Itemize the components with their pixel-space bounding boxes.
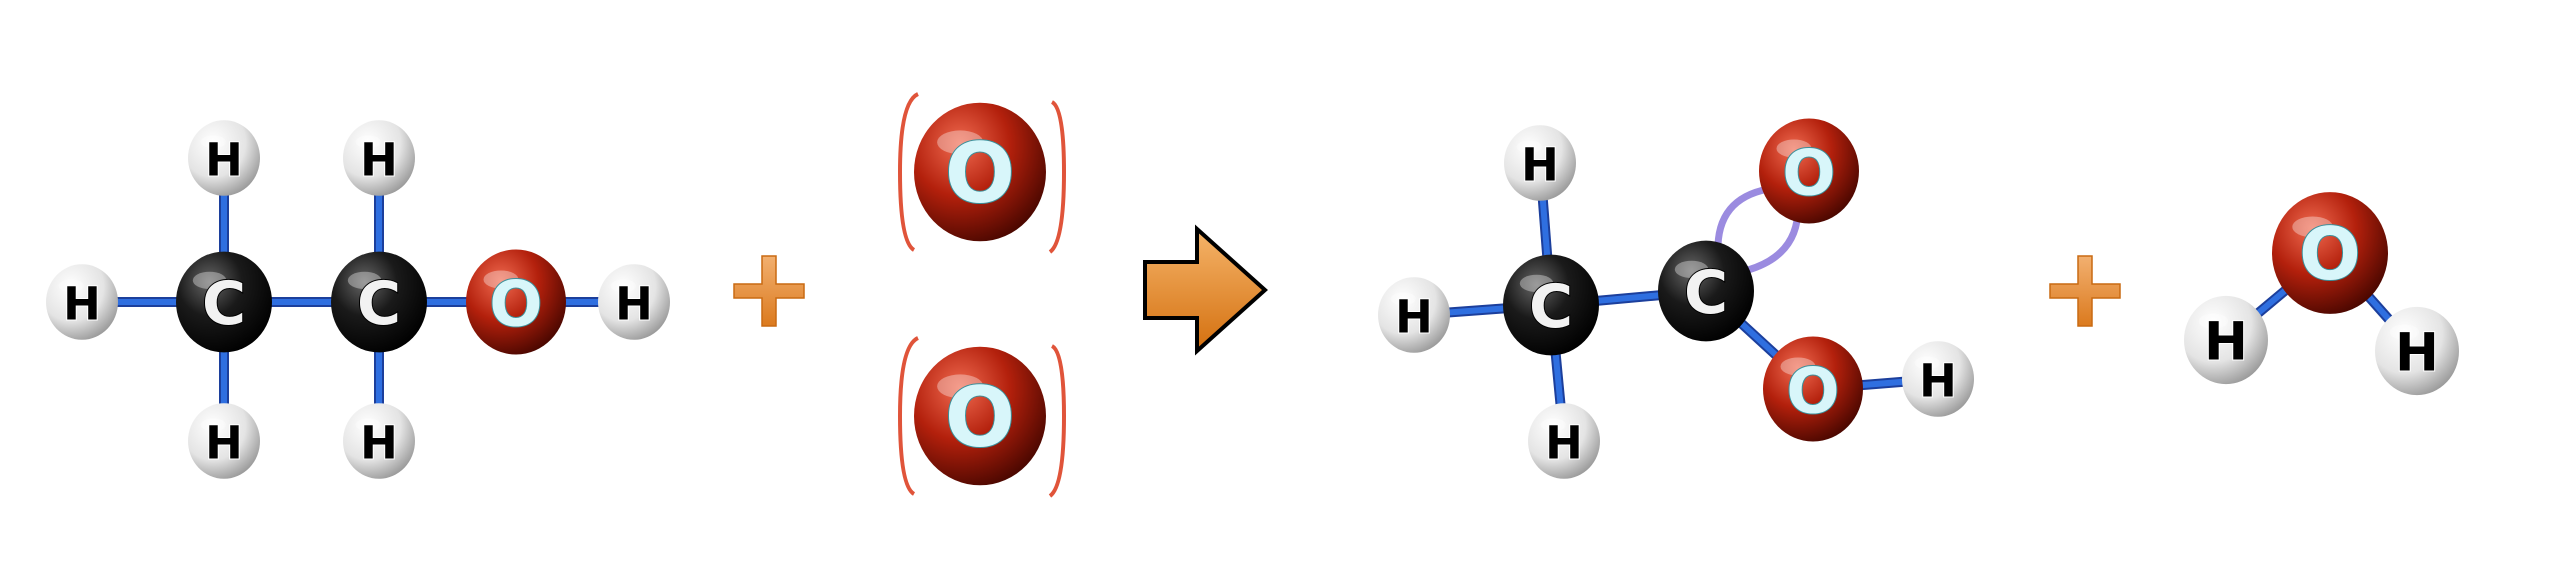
atom-sphere	[343, 120, 415, 196]
atom-sphere	[188, 120, 260, 196]
bracket-left	[897, 92, 920, 252]
atom-symbol: O	[945, 370, 1015, 466]
atom-sphere	[46, 264, 118, 340]
atom-shine	[1540, 418, 1566, 432]
atom-h: H	[46, 264, 118, 340]
atom-symbol: H	[1919, 355, 1957, 408]
atom-c: C	[331, 251, 427, 353]
bracket-right	[1048, 100, 1067, 254]
atom-shine	[192, 271, 227, 290]
atom-symbol: H	[1521, 139, 1559, 192]
atom-sphere	[2184, 295, 2268, 385]
atom-symbol: H	[63, 278, 101, 331]
atom-shine	[355, 418, 381, 432]
atom-symbol: C	[1684, 258, 1728, 328]
plus-sign	[2049, 255, 2121, 327]
atom-c: C	[1658, 240, 1754, 342]
atom-shine	[2292, 216, 2333, 238]
plus-icon	[2049, 255, 2121, 327]
atom-symbol: H	[360, 134, 398, 187]
atom-symbol: H	[360, 417, 398, 470]
atom-shine	[937, 130, 984, 155]
atom-h: H	[1528, 403, 1600, 479]
atom-sphere	[331, 251, 427, 353]
atom-sphere	[1378, 277, 1450, 353]
atom-symbol: H	[205, 417, 243, 470]
atom-sphere	[176, 251, 272, 353]
atom-symbol: C	[1529, 272, 1573, 342]
atom-shine	[347, 271, 382, 290]
atom-shine	[355, 135, 381, 149]
atom-o: O	[2272, 192, 2388, 314]
atom-sphere	[2375, 306, 2459, 396]
atom-sphere	[188, 403, 260, 479]
plus-sign	[733, 255, 805, 327]
atom-symbol: H	[205, 134, 243, 187]
atom-symbol: H	[615, 278, 653, 331]
atom-shine	[483, 270, 519, 289]
atom-shine	[1390, 292, 1416, 306]
atom-sphere	[1528, 403, 1600, 479]
atom-symbol: H	[1395, 291, 1433, 344]
atom-sphere	[1759, 118, 1859, 224]
atom-h: H	[1378, 277, 1450, 353]
atom-symbol: C	[202, 269, 246, 339]
atom-sphere	[343, 403, 415, 479]
atom-shine	[1780, 357, 1816, 376]
atom-sphere	[1503, 254, 1599, 356]
atom-shine	[1519, 274, 1554, 293]
atom-o: O	[1763, 336, 1863, 442]
atom-shine	[2389, 324, 2420, 340]
atom-symbol: H	[2395, 323, 2439, 384]
atom-sphere	[1902, 341, 1974, 417]
atom-h: H	[1504, 125, 1576, 201]
atom-shine	[1674, 260, 1709, 279]
bracket-left	[897, 336, 920, 496]
atom-shine	[610, 279, 636, 293]
atom-h: H	[1902, 341, 1974, 417]
atom-symbol: O	[1782, 137, 1835, 210]
atom-sphere	[1504, 125, 1576, 201]
atom-sphere	[914, 102, 1046, 242]
bracket-right	[1048, 344, 1067, 498]
atom-h: H	[598, 264, 670, 340]
atom-symbol: O	[945, 126, 1015, 222]
atom-symbol: H	[2204, 312, 2248, 373]
atom-c: C	[176, 251, 272, 353]
atom-sphere	[1658, 240, 1754, 342]
atom-o: O	[1759, 118, 1859, 224]
atom-h: H	[188, 120, 260, 196]
atom-symbol: H	[1545, 417, 1583, 470]
atom-h: H	[343, 403, 415, 479]
atom-c: C	[1503, 254, 1599, 356]
atom-shine	[1914, 356, 1940, 370]
atom-shine	[200, 135, 226, 149]
atom-sphere	[914, 346, 1046, 486]
atom-h: H	[188, 403, 260, 479]
atom-shine	[200, 418, 226, 432]
atom-sphere	[598, 264, 670, 340]
atom-symbol: O	[2299, 213, 2361, 297]
atom-o: O	[466, 249, 566, 355]
atom-o: O	[914, 346, 1046, 486]
atom-h: H	[2184, 295, 2268, 385]
atom-sphere	[466, 249, 566, 355]
arrow-right-icon	[1143, 224, 1268, 356]
atom-shine	[937, 374, 984, 399]
atom-sphere	[1763, 336, 1863, 442]
atom-shine	[58, 279, 84, 293]
atom-symbol: O	[1786, 355, 1839, 428]
atom-symbol: C	[357, 269, 401, 339]
atom-sphere	[2272, 192, 2388, 314]
atom-o: O	[914, 102, 1046, 242]
atom-symbol: O	[489, 268, 542, 341]
atom-shine	[1516, 140, 1542, 154]
plus-icon	[733, 255, 805, 327]
atom-h: H	[2375, 306, 2459, 396]
atom-h: H	[343, 120, 415, 196]
atom-shine	[2198, 313, 2229, 329]
atom-shine	[1776, 139, 1812, 158]
